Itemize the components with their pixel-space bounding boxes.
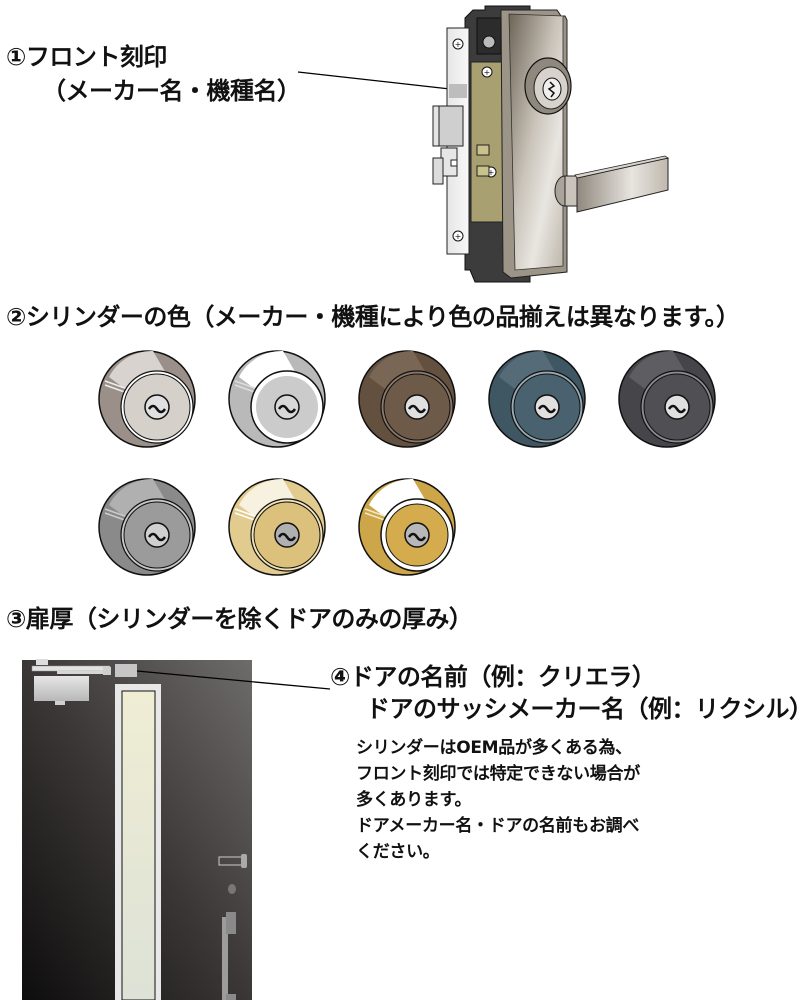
cylinder-color-title: ②シリンダーの色（メーカー・機種により色の品揃えは異なります。） [6,303,740,331]
door-thickness-title: ③扉厚（シリンダーを除くドアのみの厚み） [6,605,473,633]
note-line: 多くあります。 [356,790,472,810]
note-line: ドアメーカー名・ドアの名前もお調べ [356,816,640,836]
note-line: ください。 [356,842,440,862]
cylinder-swatch-dark-gray [615,347,719,451]
cylinder-swatch-champagne-gold [225,475,329,579]
cylinder-swatch-silver [225,347,329,451]
cylinder-swatch-blue-gray [485,347,589,451]
svg-text:+: + [455,40,462,49]
door-name-leader-line [136,670,331,690]
cylinder-swatch-gray [95,475,199,579]
note-line: シリンダーはOEM品が多くある為、 [356,738,632,758]
note-block: シリンダーはOEM品が多くある為、 フロント刻印では特定できない場合が 多くあり… [356,735,640,865]
cylinder-swatch-gold [355,475,459,579]
front-stamp-subtitle: （メーカー名・機種名） [42,77,301,105]
sash-maker-title: ドアのサッシメーカー名（例：リクシル） [366,695,800,723]
svg-text:+: + [488,168,495,177]
svg-text:+: + [484,68,491,77]
cylinder-swatch-silver-gray [95,347,199,451]
cylinder-swatch-brown [355,347,459,451]
front-stamp-leader-line [297,71,451,90]
mortise-lock-illustration: + + + + [432,5,670,283]
svg-text:+: + [455,232,462,241]
note-line: フロント刻印では特定できない場合が [356,764,640,784]
door-name-title: ④ドアの名前（例：クリエラ） [330,663,656,691]
front-stamp-title: ①フロント刻印 [6,43,167,71]
door-illustration [22,659,252,1000]
